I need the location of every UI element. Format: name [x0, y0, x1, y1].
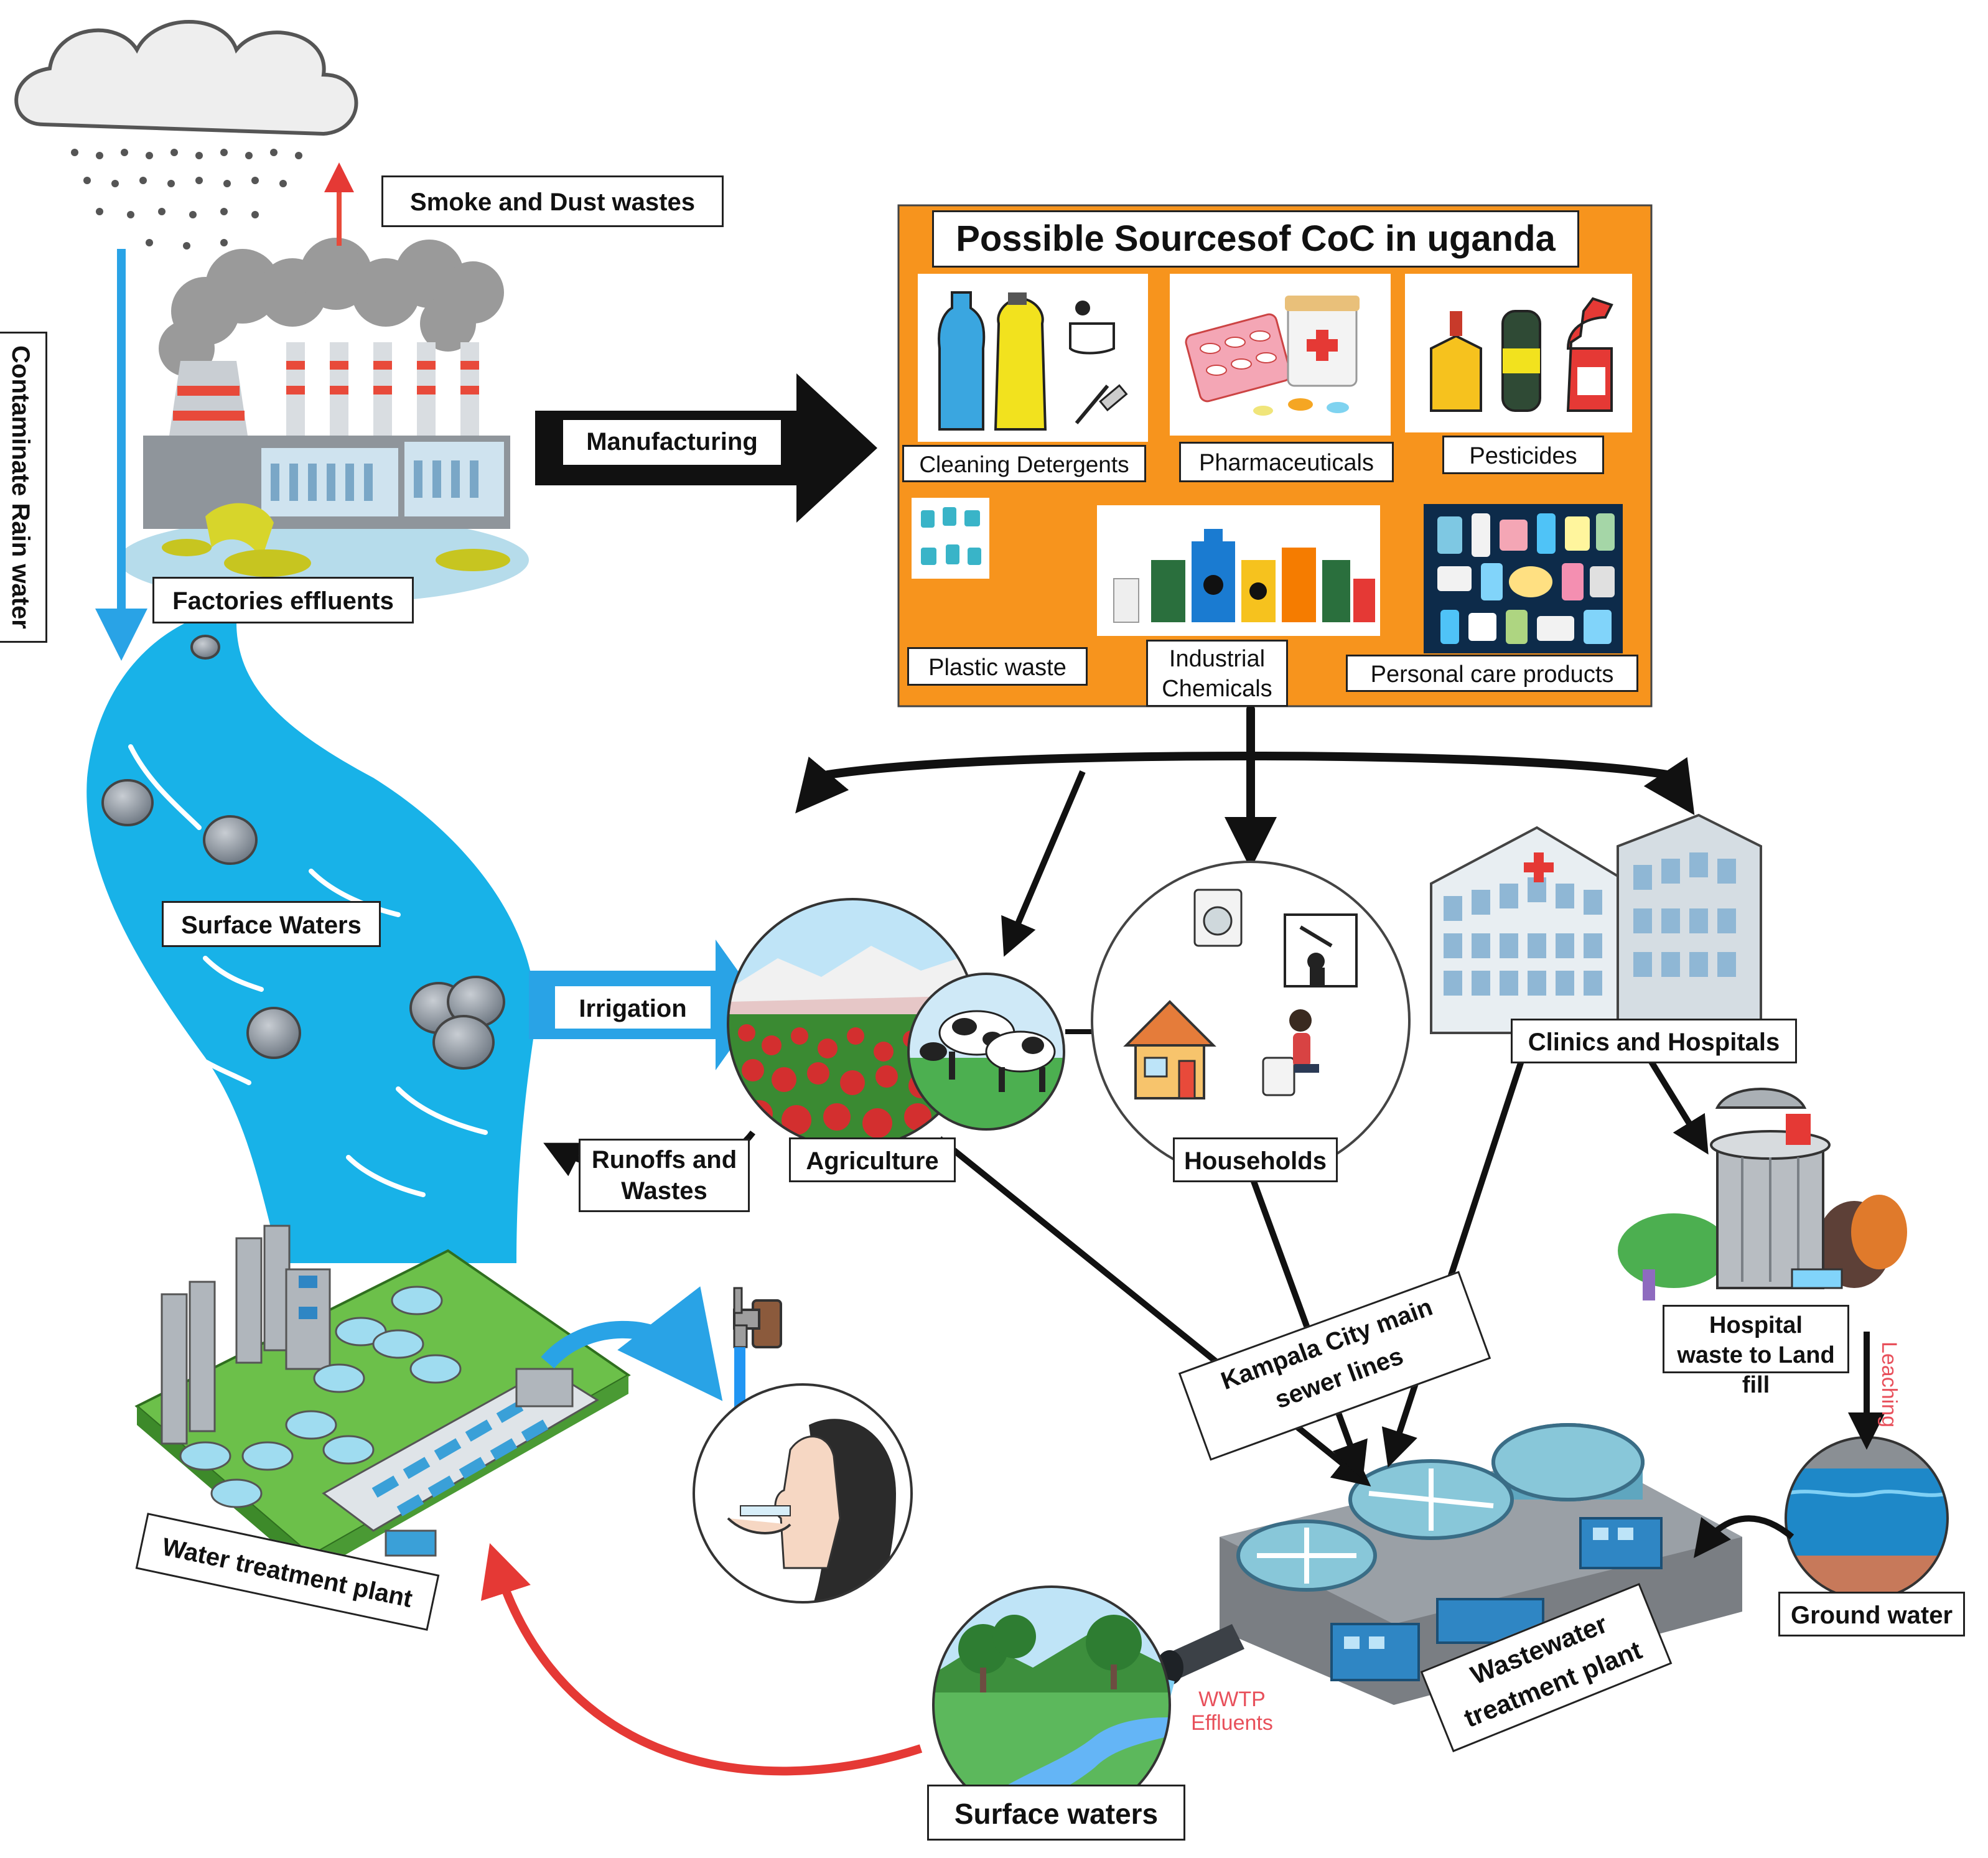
- factories-effluents-label: Factories effluents: [152, 577, 414, 623]
- arrow-surface-to-plant: [480, 1543, 923, 1776]
- toilet-person-icon: [1262, 1009, 1319, 1096]
- arrow-left-branch: [795, 756, 849, 814]
- arrow-hospital-to-trash: [1646, 1056, 1709, 1155]
- plastic-items-icon: [912, 498, 989, 579]
- factory-icon: [118, 238, 529, 604]
- agriculture-label: Agriculture: [789, 1137, 956, 1182]
- arrow-hospital-to-wwtp: [1381, 1050, 1528, 1468]
- drinking-person-icon: [694, 1384, 912, 1602]
- detergent-bottles-icon: [918, 274, 1148, 442]
- house-icon: [1123, 1000, 1216, 1099]
- households-label: Households: [1173, 1137, 1338, 1182]
- contaminate-rain-label: Contaminate Rain water: [0, 332, 47, 643]
- cosmetics-icon: [1424, 504, 1623, 653]
- sources-title: Possible Sourcesof CoC in uganda: [932, 210, 1579, 268]
- pesticide-bottles-icon: [1405, 274, 1632, 432]
- arrow-plant-to-tap: [541, 1286, 723, 1401]
- chemical-barrels-icon: [1097, 505, 1380, 636]
- irrigation-label: Irrigation: [555, 986, 711, 1029]
- hospital-icon: [1430, 813, 1762, 1034]
- arrow-right-branch: [1643, 757, 1695, 815]
- ground-water-label: Ground water: [1778, 1592, 1965, 1636]
- wwtp-effluents-label: WWTP Effluents: [1191, 1688, 1273, 1735]
- water-plant-icon: [134, 1225, 631, 1574]
- clinics-hospitals-label: Clinics and Hospitals: [1511, 1019, 1797, 1063]
- arrow-ground-to-wwtp: [1693, 1515, 1794, 1558]
- rain-cloud-icon: [14, 20, 358, 250]
- surface-waters-bottom-label: Surface waters: [927, 1785, 1185, 1841]
- leaching-label: Leaching: [1877, 1341, 1901, 1427]
- pesticides-label: Pesticides: [1442, 436, 1604, 474]
- ground-layer-icon: [1786, 1437, 1948, 1599]
- industrial-chemicals-label: Industrial Chemicals: [1146, 640, 1288, 707]
- pills-icon: [1170, 274, 1391, 436]
- manufacturing-label: Manufacturing: [563, 420, 781, 465]
- runoffs-wastes-label: Runoffs and Wastes: [579, 1139, 750, 1212]
- arrow-households-to-wwtp: [1248, 1172, 1368, 1480]
- hospital-waste-label: Hospital waste to Land fill: [1663, 1305, 1849, 1398]
- arrow-to-agriculture: [1001, 770, 1086, 957]
- rock-icon: [101, 635, 505, 1070]
- trash-can-icon: [1618, 1088, 1907, 1300]
- personal-care-label: Personal care products: [1346, 655, 1638, 692]
- shower-icon: [1284, 913, 1358, 987]
- plastic-waste-label: Plastic waste: [907, 647, 1088, 686]
- surface-waters-top-label: Surface Waters: [162, 901, 381, 947]
- households-circle: [1091, 861, 1411, 1180]
- pharmaceuticals-label: Pharmaceuticals: [1179, 442, 1394, 482]
- cleaning-detergents-label: Cleaning Detergents: [902, 445, 1146, 482]
- smoke-dust-label: Smoke and Dust wastes: [381, 175, 724, 227]
